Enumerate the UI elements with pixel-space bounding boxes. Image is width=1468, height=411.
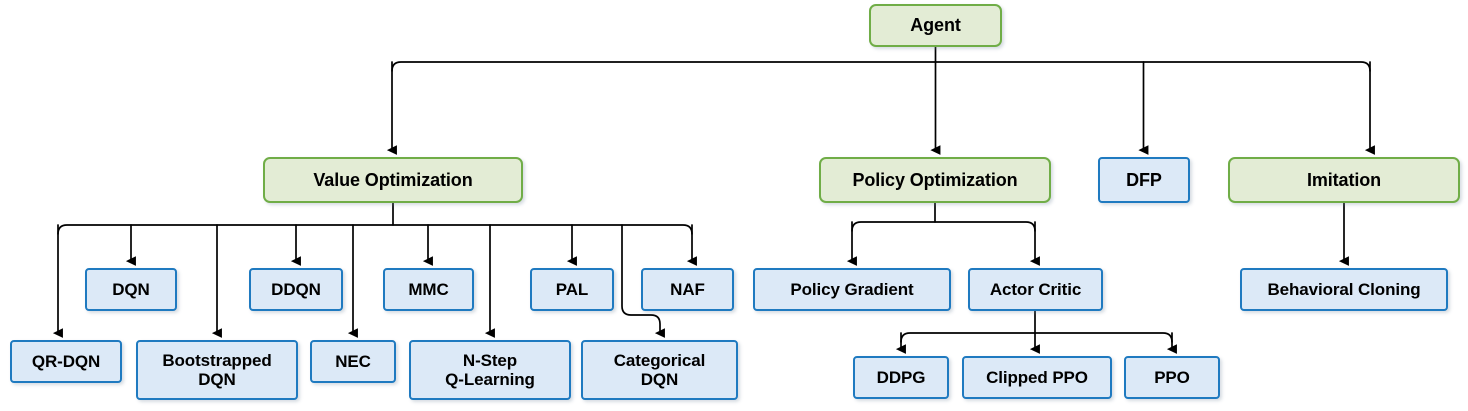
- node-qr-dqn[interactable]: QR-DQN: [10, 340, 122, 383]
- node-label-nec: NEC: [335, 351, 371, 371]
- node-label-categorical-dqn: Categorical DQN: [613, 350, 706, 389]
- node-label-n-step-q-learning: N-Step Q-Learning: [445, 350, 535, 389]
- node-behavioral-cloning[interactable]: Behavioral Cloning: [1240, 268, 1448, 311]
- node-label-clipped-ppo: Clipped PPO: [986, 367, 1088, 387]
- policy-bus-rail: [851, 221, 1036, 232]
- node-policy-gradient[interactable]: Policy Gradient: [753, 268, 951, 311]
- node-label-ppo: PPO: [1154, 367, 1190, 387]
- node-clipped-ppo[interactable]: Clipped PPO: [962, 356, 1112, 399]
- node-label-qr-dqn: QR-DQN: [31, 351, 101, 371]
- value-bus-rail: [57, 224, 693, 235]
- node-n-step-q-learning[interactable]: N-Step Q-Learning: [409, 340, 571, 400]
- node-label-imitation: Imitation: [1306, 169, 1382, 190]
- node-dfp[interactable]: DFP: [1098, 157, 1190, 203]
- node-label-policy-optimization: Policy Optimization: [852, 169, 1018, 190]
- node-agent[interactable]: Agent: [869, 4, 1002, 47]
- node-actor-critic[interactable]: Actor Critic: [968, 268, 1103, 311]
- node-ddqn[interactable]: DDQN: [249, 268, 343, 311]
- agent-bus-rail: [391, 61, 1371, 72]
- node-policy-optimization[interactable]: Policy Optimization: [819, 157, 1051, 203]
- node-label-bootstrapped-dqn: Bootstrapped DQN: [162, 350, 272, 389]
- node-label-ddqn: DDQN: [271, 279, 321, 299]
- node-label-agent: Agent: [910, 15, 961, 36]
- node-label-pal: PAL: [555, 279, 589, 299]
- node-label-value-optimization: Value Optimization: [313, 169, 473, 190]
- node-ddpg[interactable]: DDPG: [853, 356, 949, 399]
- node-mmc[interactable]: MMC: [383, 268, 474, 311]
- node-naf[interactable]: NAF: [641, 268, 734, 311]
- node-imitation[interactable]: Imitation: [1228, 157, 1460, 203]
- node-label-policy-gradient: Policy Gradient: [790, 279, 914, 299]
- node-value-optimization[interactable]: Value Optimization: [263, 157, 523, 203]
- node-label-dfp: DFP: [1126, 169, 1162, 190]
- node-label-dqn: DQN: [112, 279, 150, 299]
- node-label-actor-critic: Actor Critic: [989, 279, 1082, 299]
- node-bootstrapped-dqn[interactable]: Bootstrapped DQN: [136, 340, 298, 400]
- node-label-behavioral-cloning: Behavioral Cloning: [1267, 279, 1421, 299]
- node-pal[interactable]: PAL: [530, 268, 614, 311]
- node-nec[interactable]: NEC: [310, 340, 396, 383]
- ac-bus-rail: [900, 332, 1173, 343]
- node-label-naf: NAF: [670, 279, 705, 299]
- node-label-mmc: MMC: [408, 279, 449, 299]
- node-dqn[interactable]: DQN: [85, 268, 177, 311]
- node-categorical-dqn[interactable]: Categorical DQN: [581, 340, 738, 400]
- node-label-ddpg: DDPG: [876, 367, 926, 387]
- node-ppo[interactable]: PPO: [1124, 356, 1220, 399]
